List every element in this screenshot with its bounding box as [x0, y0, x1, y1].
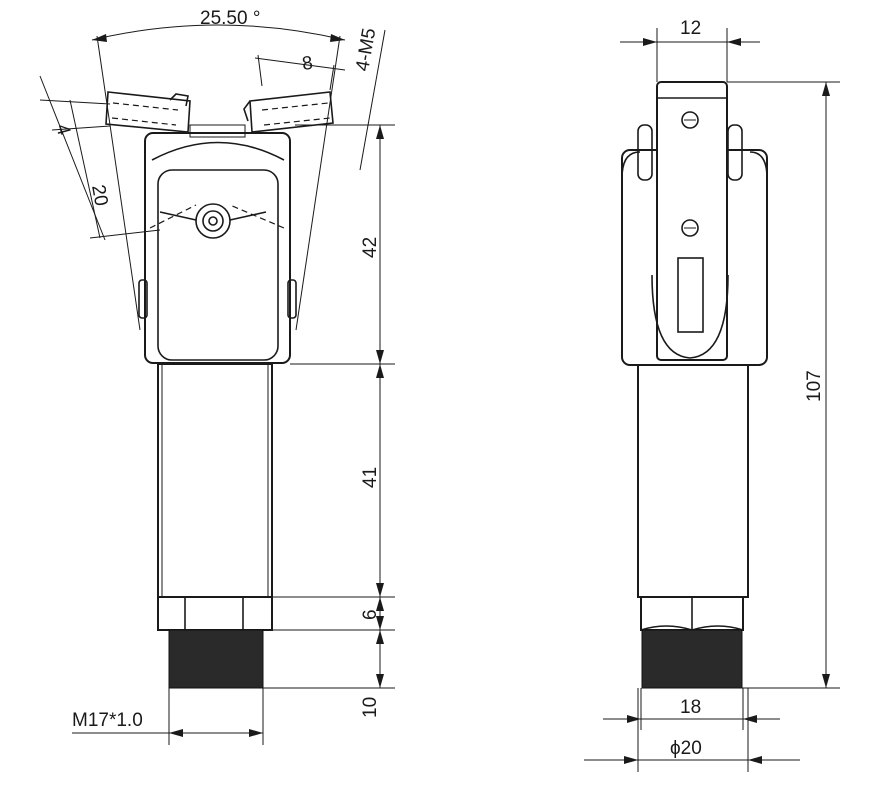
front-hex-nut — [640, 596, 744, 631]
side-thread — [168, 629, 264, 689]
clamp-width-label: 12 — [680, 18, 701, 39]
angle-dimension — [91, 24, 346, 331]
side-head-housing — [138, 124, 297, 364]
thread-length-label: 10 — [360, 697, 381, 718]
thread-holes-label: 4-M5 — [352, 27, 380, 73]
slot-offset-label: 4 — [51, 122, 74, 138]
side-vertical-dimensions — [263, 124, 395, 689]
body-length-label: 41 — [360, 467, 381, 488]
thread-spec-label: M17*1.0 — [72, 710, 143, 731]
front-thread — [641, 629, 743, 689]
front-bottom-dimensions — [584, 688, 800, 772]
left-slot-arm — [105, 91, 191, 133]
side-body-tube — [157, 363, 273, 598]
slot-width-label: 8 — [301, 53, 314, 75]
front-body-tube — [637, 364, 749, 598]
side-hex-nut — [157, 596, 273, 631]
hex-width-label: 18 — [680, 697, 701, 718]
right-slot-arm — [243, 91, 334, 133]
total-length-label: 107 — [804, 370, 825, 402]
head-height-label: 42 — [360, 237, 381, 258]
thread-dimension — [72, 688, 264, 745]
slot-spacing-label: 20 — [87, 183, 111, 207]
angle-label: 25.50 ° — [200, 8, 260, 29]
front-view: 12 107 18 ϕ20 — [584, 18, 840, 772]
slot-dimensions — [39, 29, 386, 241]
side-view: 25.50 ° 8 4-M5 4 20 42 41 6 10 M17*1.0 — [39, 8, 395, 745]
front-clamp-plate — [621, 81, 768, 366]
diameter-label: ϕ20 — [670, 738, 702, 759]
hex-height-label: 6 — [360, 609, 381, 620]
front-top-dimension — [620, 28, 760, 82]
front-total-dimension — [727, 81, 840, 689]
